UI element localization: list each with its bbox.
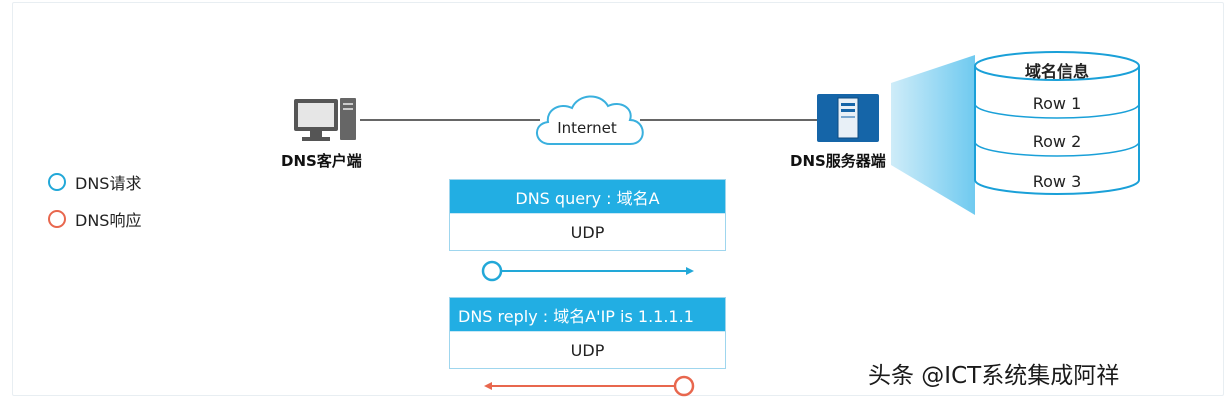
response-arrow: [484, 375, 695, 397]
database-row: Row 1: [1032, 94, 1082, 113]
query-packet-header: DNS query : 域名A: [450, 180, 725, 213]
cloud-icon: [536, 95, 644, 145]
server-label: DNS服务器端: [790, 152, 886, 170]
legend-request: DNS请求: [48, 170, 141, 194]
client-label: DNS客户端: [281, 152, 362, 170]
database-row: Row 3: [1032, 172, 1082, 191]
legend-request-label: DNS请求: [75, 174, 142, 193]
query-packet: DNS query : 域名A UDP: [449, 179, 726, 251]
database-cylinder: [974, 51, 1140, 195]
database-row: Row 2: [1032, 132, 1082, 151]
server-icon: [817, 94, 879, 142]
watermark-text: 头条 @ICT系统集成阿祥: [868, 363, 1120, 389]
legend-response-label: DNS响应: [75, 211, 142, 230]
request-circle-icon: [48, 173, 66, 191]
response-circle-icon: [48, 210, 66, 228]
request-arrow: [481, 260, 694, 282]
computer-icon: [294, 98, 356, 141]
cloud-label: Internet: [557, 119, 617, 137]
reply-packet-body: UDP: [450, 331, 725, 368]
legend-response: DNS响应: [48, 207, 141, 231]
query-packet-body: UDP: [450, 213, 725, 250]
projection-beam: [891, 55, 975, 215]
database-header: 域名信息: [1024, 62, 1089, 81]
reply-packet-header: DNS reply : 域名A'IP is 1.1.1.1: [450, 298, 725, 331]
reply-packet: DNS reply : 域名A'IP is 1.1.1.1 UDP: [449, 297, 726, 369]
